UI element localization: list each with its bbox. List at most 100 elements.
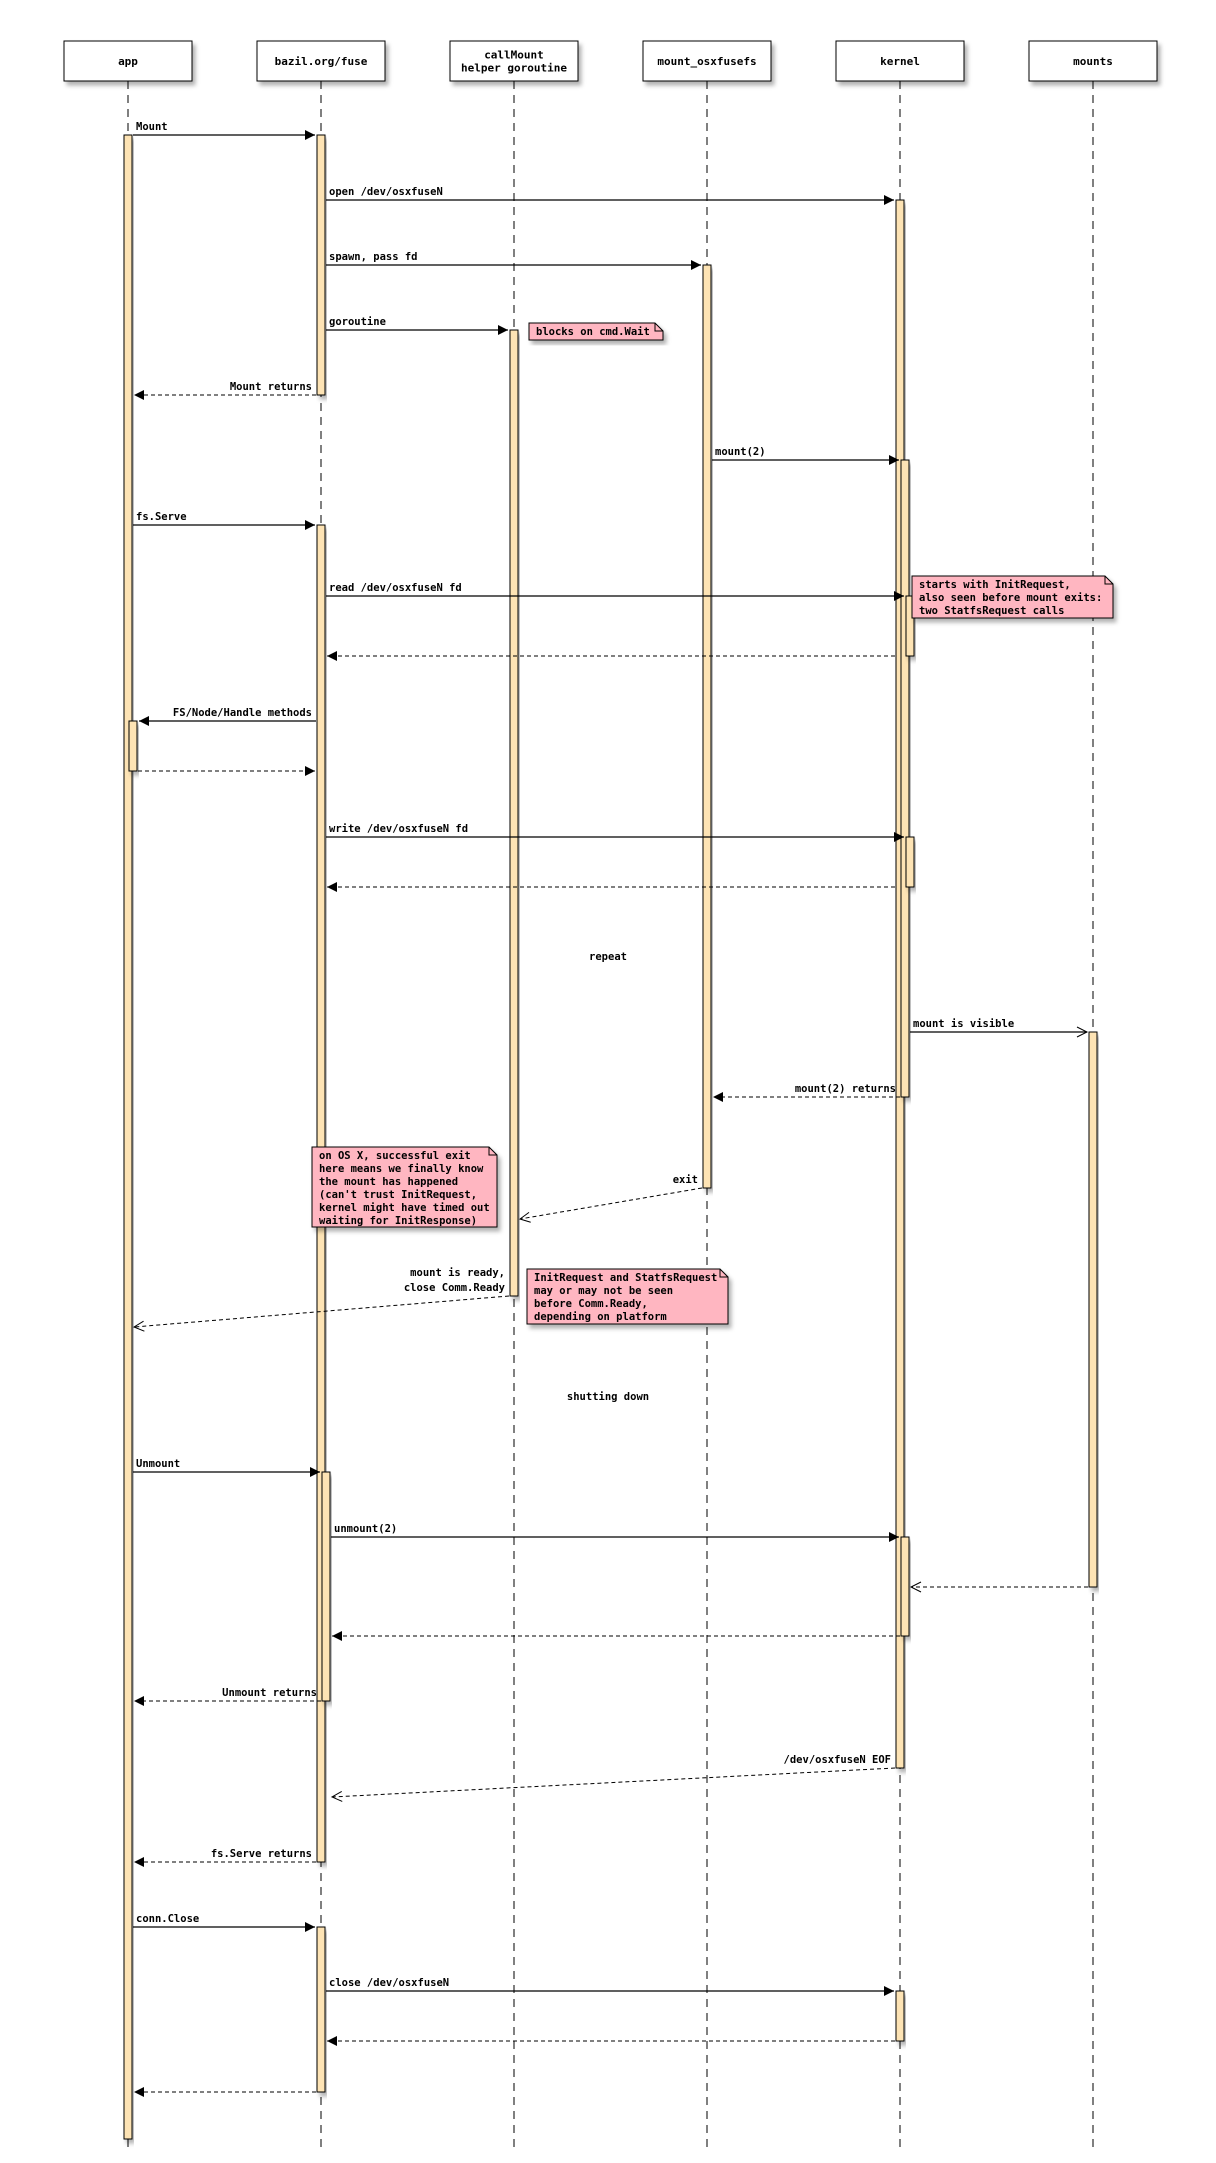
note: starts with InitRequest,also seen before… [911,575,1114,619]
message-label: fs.Serve [136,511,187,523]
filled-arrowhead-icon [310,1467,320,1477]
message-arrow: open /dev/osxfuseN [326,186,894,205]
filled-arrowhead-icon [691,260,701,270]
participant-label: mount_osxfusefs [657,55,756,68]
participant-box: bazil.org/fuse [256,40,386,82]
section-divider-label: repeat [589,951,627,963]
filled-arrowhead-icon [305,130,315,140]
message-arrow: spawn, pass fd [326,251,701,270]
open-arrowhead-icon [518,1211,531,1223]
message-label: close /dev/osxfuseN [329,1977,449,1989]
message-label: Mount [136,121,168,133]
filled-arrowhead-icon [884,1986,894,1996]
note-fold-icon [719,1269,728,1278]
message-label: /dev/osxfuseN EOF [784,1754,891,1766]
message-arrow: Unmount returns [134,1687,321,1706]
message-arrow: goroutine [326,316,508,335]
message-arrow: mount(2) returns [713,1083,900,1102]
note-text: InitRequest and StatfsRequest [534,1272,717,1284]
note-text: kernel might have timed out [319,1202,490,1214]
filled-arrowhead-icon [498,325,508,335]
open-arrowhead-icon [1076,1026,1089,1038]
message-label: exit [673,1174,698,1186]
message-arrow: unmount(2) [331,1523,899,1542]
participant-box: mounts [1028,40,1158,82]
filled-arrowhead-icon [327,2036,337,2046]
activation-bar [905,595,915,657]
message-label: mount(2) [715,446,766,458]
note-text: the mount has happened [319,1176,458,1188]
activation-bar [1088,1031,1098,1588]
message-label: Unmount [136,1458,180,1470]
filled-arrowhead-icon [305,1922,315,1932]
message-arrow [327,651,895,661]
message-arrow: read /dev/osxfuseN fd [326,582,904,601]
message-arrow: mount is ready, close Comm.Ready [132,1267,510,1332]
filled-arrowhead-icon [134,2087,144,2097]
note-fold-icon [1104,576,1113,585]
message-label: mount is ready, [410,1267,505,1279]
activation-bar [702,264,712,1189]
filled-arrowhead-icon [894,832,904,842]
message-label: goroutine [329,316,386,328]
open-arrowhead-icon [132,1320,145,1332]
message-label: write /dev/osxfuseN fd [329,823,468,835]
activation-bar [321,1471,331,1702]
message-arrow [909,1581,1088,1593]
message-arrow: Unmount [133,1458,320,1477]
note-text: starts with InitRequest, [919,579,1071,591]
participant-label: callMount [484,49,544,62]
message-label: unmount(2) [334,1523,397,1535]
message-label: conn.Close [136,1913,199,1925]
open-arrowhead-icon [330,1791,343,1802]
filled-arrowhead-icon [889,455,899,465]
participant-label: kernel [880,55,920,68]
message-arrow: conn.Close [133,1913,315,1932]
message-label: read /dev/osxfuseN fd [329,582,462,594]
filled-arrowhead-icon [332,1631,342,1641]
filled-arrowhead-icon [305,766,315,776]
message-label: Mount returns [230,381,312,393]
filled-arrowhead-icon [305,520,315,530]
participant-label: mounts [1073,55,1113,68]
open-arrowhead-icon [909,1581,922,1593]
note-fold-icon [654,323,663,332]
message-arrow: mount is visible [910,1018,1089,1038]
activation-bar [128,720,138,772]
message-arrow: close /dev/osxfuseN [326,1977,894,1996]
message-arrow: mount(2) [712,446,899,465]
note-fold-icon [488,1147,497,1156]
message-arrow [327,882,895,892]
participant-box: kernel [835,40,965,82]
activation-bar [905,836,915,888]
filled-arrowhead-icon [713,1092,723,1102]
activation-bar [123,134,133,2140]
message-arrow: exit [518,1174,703,1223]
message-arrow: /dev/osxfuseN EOF [330,1754,896,1802]
activation-bar [316,134,326,396]
activation-bar [900,1536,910,1637]
note-text: blocks on cmd.Wait [536,326,650,338]
participant-label: bazil.org/fuse [275,55,368,68]
filled-arrowhead-icon [134,1857,144,1867]
message-arrow [332,1631,900,1641]
note-text: (can't trust InitRequest, [319,1189,477,1201]
activation-bar [900,459,910,1098]
message-label: fs.Serve returns [211,1848,312,1860]
note-text: may or may not be seen [534,1285,673,1297]
message-arrow: Mount returns [134,381,316,400]
message-label: FS/Node/Handle methods [173,707,312,719]
message-label: spawn, pass fd [329,251,418,263]
message-label: close Comm.Ready [404,1282,506,1294]
note-text: before Comm.Ready, [534,1298,648,1310]
message-label: open /dev/osxfuseN [329,186,443,198]
filled-arrowhead-icon [134,1696,144,1706]
participant-label: helper goroutine [461,62,567,75]
message-arrow: fs.Serve returns [134,1848,316,1867]
note-text: on OS X, successful exit [319,1150,471,1162]
filled-arrowhead-icon [894,591,904,601]
message-arrow: write /dev/osxfuseN fd [326,823,904,842]
activation-bar [316,1926,326,2093]
